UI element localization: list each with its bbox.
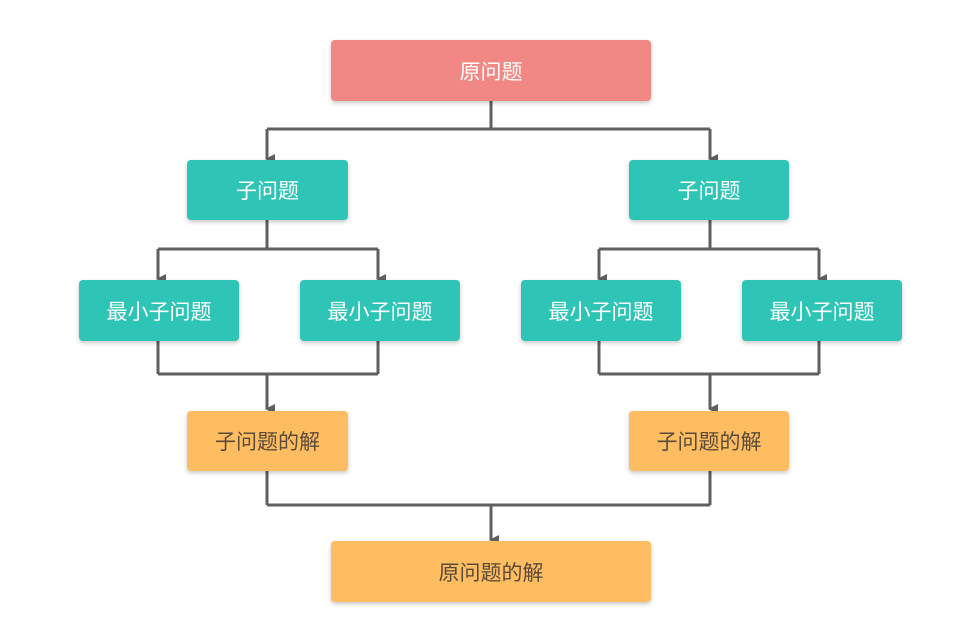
node-final-solution: 原问题的解 [331,541,651,602]
node-min-subproblem-lr: 最小子问题 [300,280,460,341]
node-subsolution-left: 子问题的解 [187,411,348,471]
node-min-subproblem-ll: 最小子问题 [79,280,239,341]
connector-root-split [265,101,712,159]
node-min-subproblem-rr: 最小子问题 [742,280,902,341]
connector-right-merge [597,341,821,389]
connector-sub-right-split [597,220,821,279]
node-root-problem: 原问题 [331,40,651,101]
connector-final-merge [265,471,712,520]
connector-sub-left-split [156,220,380,279]
connector-left-merge [156,341,380,389]
node-subproblem-left: 子问题 [187,160,348,220]
node-subproblem-right: 子问题 [629,160,789,220]
node-subsolution-right: 子问题的解 [629,411,789,471]
node-min-subproblem-rl: 最小子问题 [521,280,681,341]
